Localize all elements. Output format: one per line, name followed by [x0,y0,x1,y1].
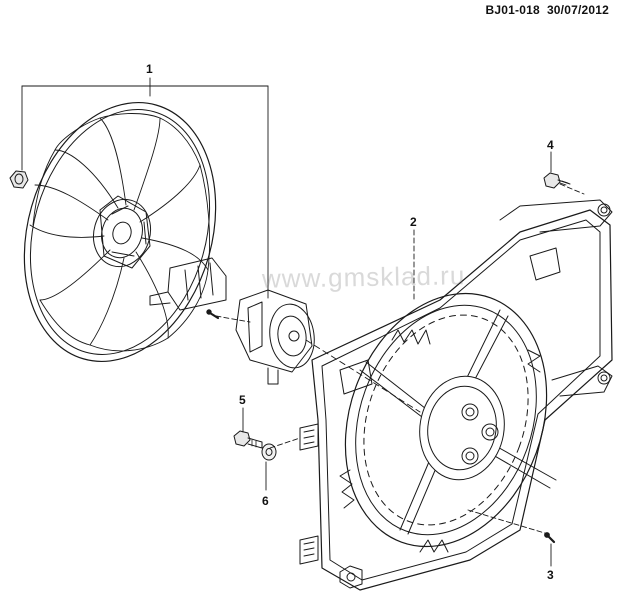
shroud-motor-mount [419,375,505,481]
shroud-feet [339,565,363,589]
callout-4: 4 [547,138,554,152]
shroud-bracket-top [499,199,613,233]
shroud-teeth [339,329,541,553]
callout-1: 1 [146,62,153,76]
fan-blades [29,113,211,352]
fan-blade-assembly [9,102,227,362]
shroud-connectors [299,247,561,565]
callout-5: 5 [239,393,246,407]
callout-3: 3 [547,568,554,582]
fan-shroud [299,199,613,591]
fan-hub [92,195,152,269]
fan-nut [9,170,29,189]
leader-lines [21,77,585,567]
callout-6: 6 [262,494,269,508]
shroud-ring [344,292,548,548]
watermark-text: www.gmsklad.ru [261,260,466,294]
callout-2: 2 [410,215,417,229]
diagram-header: BJ01-018 30/07/2012 [486,3,609,17]
screw-part-3 [544,532,556,544]
shroud-bracket-right [551,365,613,397]
motor-screw [206,309,220,320]
fan-motor-connector [149,257,227,311]
diagram-date: 30/07/2012 [546,3,609,17]
diagram-code: BJ01-018 [485,3,540,17]
fan-motor [235,289,315,385]
bolt-part-5 [233,430,263,449]
washer-part-6 [261,443,277,461]
bolt-part-4 [543,172,571,189]
